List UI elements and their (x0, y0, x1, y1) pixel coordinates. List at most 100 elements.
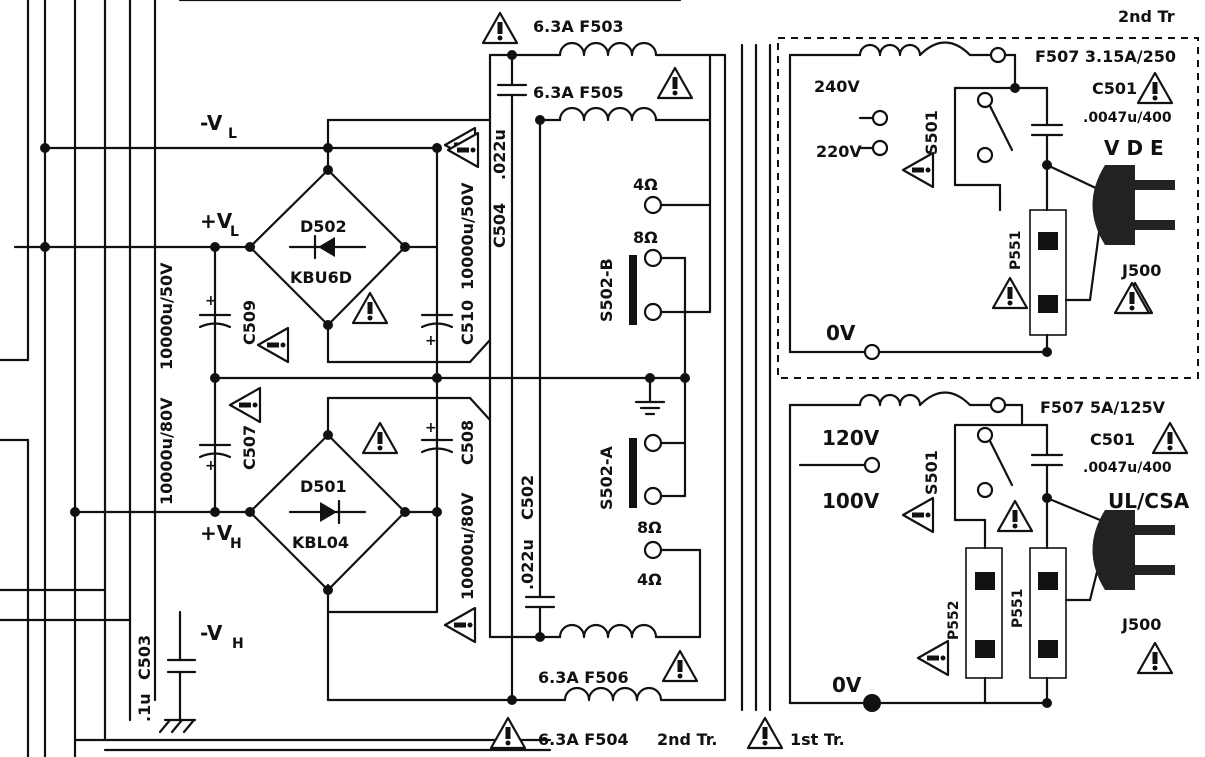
svg-text:+: + (205, 458, 217, 474)
vde-plug-pin-icon (1135, 180, 1175, 190)
fuse-f506 (488, 548, 702, 639)
warning-triangles (228, 11, 1189, 750)
c503-label: C503 (135, 635, 154, 680)
capacitor-c502 (524, 115, 556, 642)
f505-label: 6.3A F505 (533, 83, 624, 102)
vde-plug-pin2-icon (1135, 220, 1175, 230)
s502a-8ohm-label: 8Ω (637, 518, 662, 537)
warning-triangle-icon (991, 276, 1029, 310)
svg-text:L: L (228, 126, 237, 142)
rail-wiring (13, 118, 690, 734)
fuse-f503 (488, 41, 727, 639)
warning-triangle-icon (489, 716, 527, 750)
c507-value-label: 10000u/80V (157, 397, 176, 505)
fuse-f504 (563, 686, 727, 702)
pos-vl-label: +V L (200, 209, 239, 240)
f506-label: 6.3A F506 (538, 668, 629, 687)
c501-top-value-label: .0047u/400 (1083, 110, 1172, 126)
neg-vh-label: -V H (200, 621, 244, 652)
f504-label: 6.3A F504 (538, 730, 629, 749)
capacitor-c507: + (198, 443, 232, 474)
c510-value-label: 10000u/50V (458, 182, 477, 290)
warning-triangle-icon (901, 151, 935, 189)
transformer-core (740, 43, 772, 712)
c510-label: C510 (458, 300, 477, 345)
warning-triangle-icon (361, 421, 399, 455)
warning-triangle-icon (656, 66, 694, 100)
c508-label: C508 (458, 420, 477, 465)
warning-triangle-icon (1151, 421, 1189, 455)
bridge-d502: D502 KBU6D (245, 165, 439, 330)
vde-section-border (777, 37, 1199, 379)
s502b-4ohm-label: 4Ω (633, 175, 658, 194)
svg-text:-V: -V (200, 111, 223, 135)
c507-label: C507 (240, 425, 259, 470)
d502-label: D502 (300, 217, 347, 236)
c501-top-label: C501 (1092, 79, 1137, 98)
svg-text:H: H (230, 536, 242, 552)
svg-text:+V: +V (200, 209, 233, 233)
c501-bottom-value-label: .0047u/400 (1083, 460, 1172, 476)
c501-bottom-label: C501 (1090, 430, 1135, 449)
warning-triangle-icon (916, 639, 950, 677)
vde-0v-label: 0V (826, 321, 856, 345)
warning-triangle-icon (1136, 641, 1174, 675)
second-tr-label: 2nd Tr. (657, 730, 717, 749)
ulcsa-plug-pin-icon (1135, 525, 1175, 535)
warning-triangle-icon (1113, 281, 1151, 315)
f503-label: 6.3A F503 (533, 17, 624, 36)
svg-text:+: + (425, 420, 437, 436)
capacitor-c509: + (198, 293, 232, 329)
svg-text:+: + (205, 293, 217, 309)
s502a-4ohm-label: 4Ω (637, 570, 662, 589)
vde-plug-icon (1092, 165, 1135, 245)
f507-top-label: F507 3.15A/250 (1035, 47, 1176, 66)
c509-label: C509 (240, 300, 259, 345)
j500-top-label: J500 (1121, 261, 1161, 280)
ulcsa-plug-icon (1092, 510, 1135, 590)
warning-triangle-icon (256, 326, 290, 364)
vde-220v-label: 220V (816, 142, 862, 161)
warning-triangle-icon (661, 649, 699, 683)
svg-text:H: H (232, 636, 244, 652)
svg-text:+: + (425, 333, 437, 349)
first-tr-label: 1st Tr. (790, 730, 845, 749)
c504-value-label: .022u (490, 129, 509, 180)
left-bus-wiring (0, 0, 682, 757)
svg-text:+V: +V (200, 521, 233, 545)
switch-s502a (629, 376, 702, 560)
ulcsa-plug-pin2-icon (1135, 565, 1175, 575)
capacitor-c508: + (420, 420, 454, 454)
svg-text:-V: -V (200, 621, 223, 645)
ulcsa-120v-label: 120V (822, 426, 880, 450)
warning-triangle-icon (746, 716, 784, 750)
warning-triangle-icon (901, 496, 935, 534)
d502-part-label: KBU6D (290, 268, 352, 287)
s502a-label: S502-A (597, 445, 616, 510)
warning-triangle-icon (996, 499, 1034, 533)
warning-triangle-icon (446, 131, 480, 169)
d501-label: D501 (300, 477, 347, 496)
p552-label: P552 (946, 601, 962, 640)
second-tr-top-label: 2nd Tr (1118, 7, 1175, 26)
s501-bottom-label: S501 (922, 450, 941, 495)
bridge-d501: D501 KBL04 (245, 430, 439, 595)
switch-s502b (629, 195, 712, 380)
warning-triangle-icon (481, 11, 519, 45)
warning-triangle-icon (443, 606, 477, 644)
s501-top-label: S501 (922, 110, 941, 155)
vde-mains-wiring (788, 41, 1102, 361)
c502-label: C502 (518, 475, 537, 520)
ulcsa-label: UL/CSA (1108, 489, 1190, 513)
p551-bottom-label: P551 (1010, 589, 1026, 628)
vde-240v-label: 240V (814, 77, 860, 96)
warning-triangle-icon (1136, 71, 1174, 105)
vde-label: V D E (1104, 136, 1164, 160)
s502b-8ohm-label: 8Ω (633, 228, 658, 247)
c503-value-label: .1u (135, 693, 154, 722)
pos-vh-label: +V H (200, 521, 242, 552)
ulcsa-mains-wiring (788, 391, 1102, 712)
p551-top-label: P551 (1008, 231, 1024, 270)
neg-vl-label: -V L (200, 111, 237, 142)
